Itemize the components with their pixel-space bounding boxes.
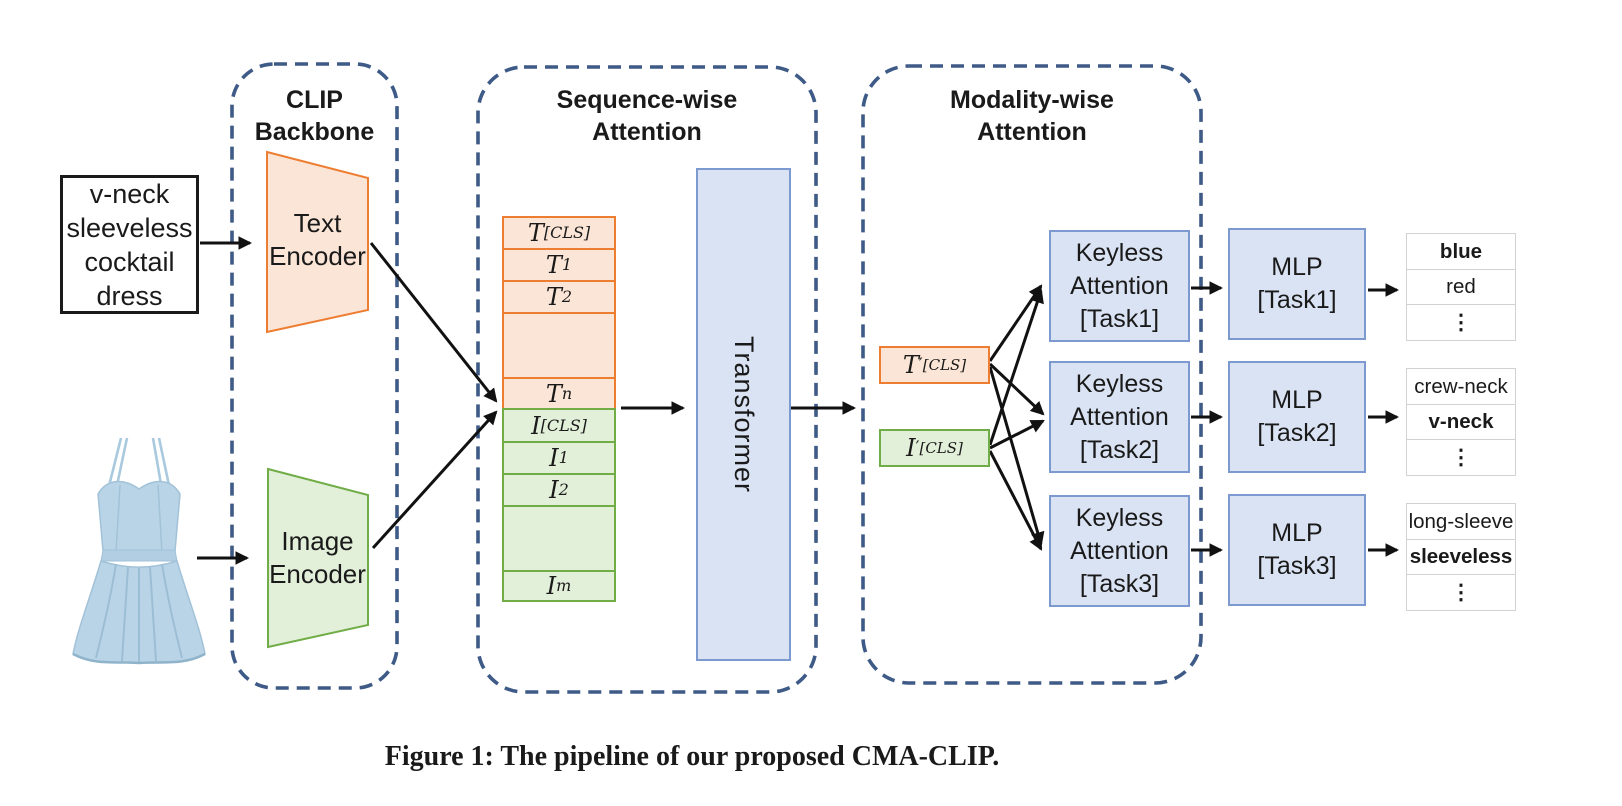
token-i-cls: I[CLS] — [502, 408, 616, 443]
text-encoder-shape — [266, 150, 369, 334]
token-text-ellipsis — [502, 312, 616, 379]
output-ellipsis: ⋮ — [1406, 304, 1516, 341]
output-label: crew-neck — [1406, 368, 1516, 405]
mlp-task2-box: MLP [Task2] — [1228, 361, 1366, 473]
text-encoder-label: Text Encoder — [269, 208, 366, 271]
text-input-line: dress — [96, 280, 163, 311]
figure-caption: Figure 1: The pipeline of our proposed C… — [384, 741, 1000, 772]
modality-wise-attention-container — [861, 64, 1203, 685]
output-list-task2: crew-neck v-neck ⋮ — [1406, 368, 1516, 476]
output-label: v-neck — [1406, 403, 1516, 441]
dress-image — [72, 437, 206, 665]
text-input-line: sleeveless — [66, 212, 193, 243]
keyless-attention-task3-box: Keyless Attention [Task3] — [1049, 495, 1190, 607]
modality-wise-attention-title: Modality-wise Attention — [950, 86, 1114, 146]
token-image-ellipsis — [502, 505, 616, 572]
output-list-task1: blue red ⋮ — [1406, 233, 1516, 341]
keyless-attention-task2-box: Keyless Attention [Task2] — [1049, 361, 1190, 473]
image-encoder-shape — [267, 467, 369, 649]
i-cls-prime-box: I′[CLS] — [879, 429, 990, 467]
output-label: red — [1406, 268, 1516, 306]
flow-arrows — [197, 236, 1400, 565]
transformer-box: Transformer — [696, 168, 791, 661]
clip-backbone-title: CLIP Backbone — [254, 86, 375, 146]
arrow-icls-to-keyless1 — [988, 289, 1044, 446]
output-label: long-sleeve — [1406, 503, 1516, 540]
mlp-task3-box: MLP [Task3] — [1228, 494, 1366, 606]
image-encoder-label: Image Encoder — [269, 526, 366, 589]
arrow-icls-to-keyless3 — [988, 450, 1043, 551]
arrow-tcls-to-keyless3 — [988, 366, 1045, 546]
arrow-icls-to-keyless2 — [989, 419, 1045, 450]
t-cls-prime-box: T′[CLS] — [879, 346, 990, 384]
text-input-line: v-neck — [89, 178, 170, 209]
output-ellipsis: ⋮ — [1406, 439, 1516, 476]
mlp-task1-box: MLP [Task1] — [1228, 228, 1366, 340]
arrow-tcls-to-keyless1 — [988, 284, 1043, 362]
output-list-task3: long-sleeve sleeveless ⋮ — [1406, 503, 1516, 611]
output-ellipsis: ⋮ — [1406, 574, 1516, 611]
text-input-line: cocktail — [84, 246, 175, 277]
arrow-text-encoder-to-stack — [369, 242, 498, 403]
output-label: sleeveless — [1406, 538, 1516, 576]
sequence-wise-attention-title: Sequence-wise Attention — [556, 86, 738, 146]
output-label: blue — [1406, 233, 1516, 270]
arrow-image-encoder-to-stack — [371, 410, 498, 550]
text-input-box: v-neck sleeveless cocktail dress — [60, 175, 199, 314]
arrow-tcls-to-keyless2 — [988, 362, 1045, 416]
token-t-cls: T[CLS] — [502, 216, 616, 250]
keyless-attention-task1-box: Keyless Attention [Task1] — [1049, 230, 1190, 342]
